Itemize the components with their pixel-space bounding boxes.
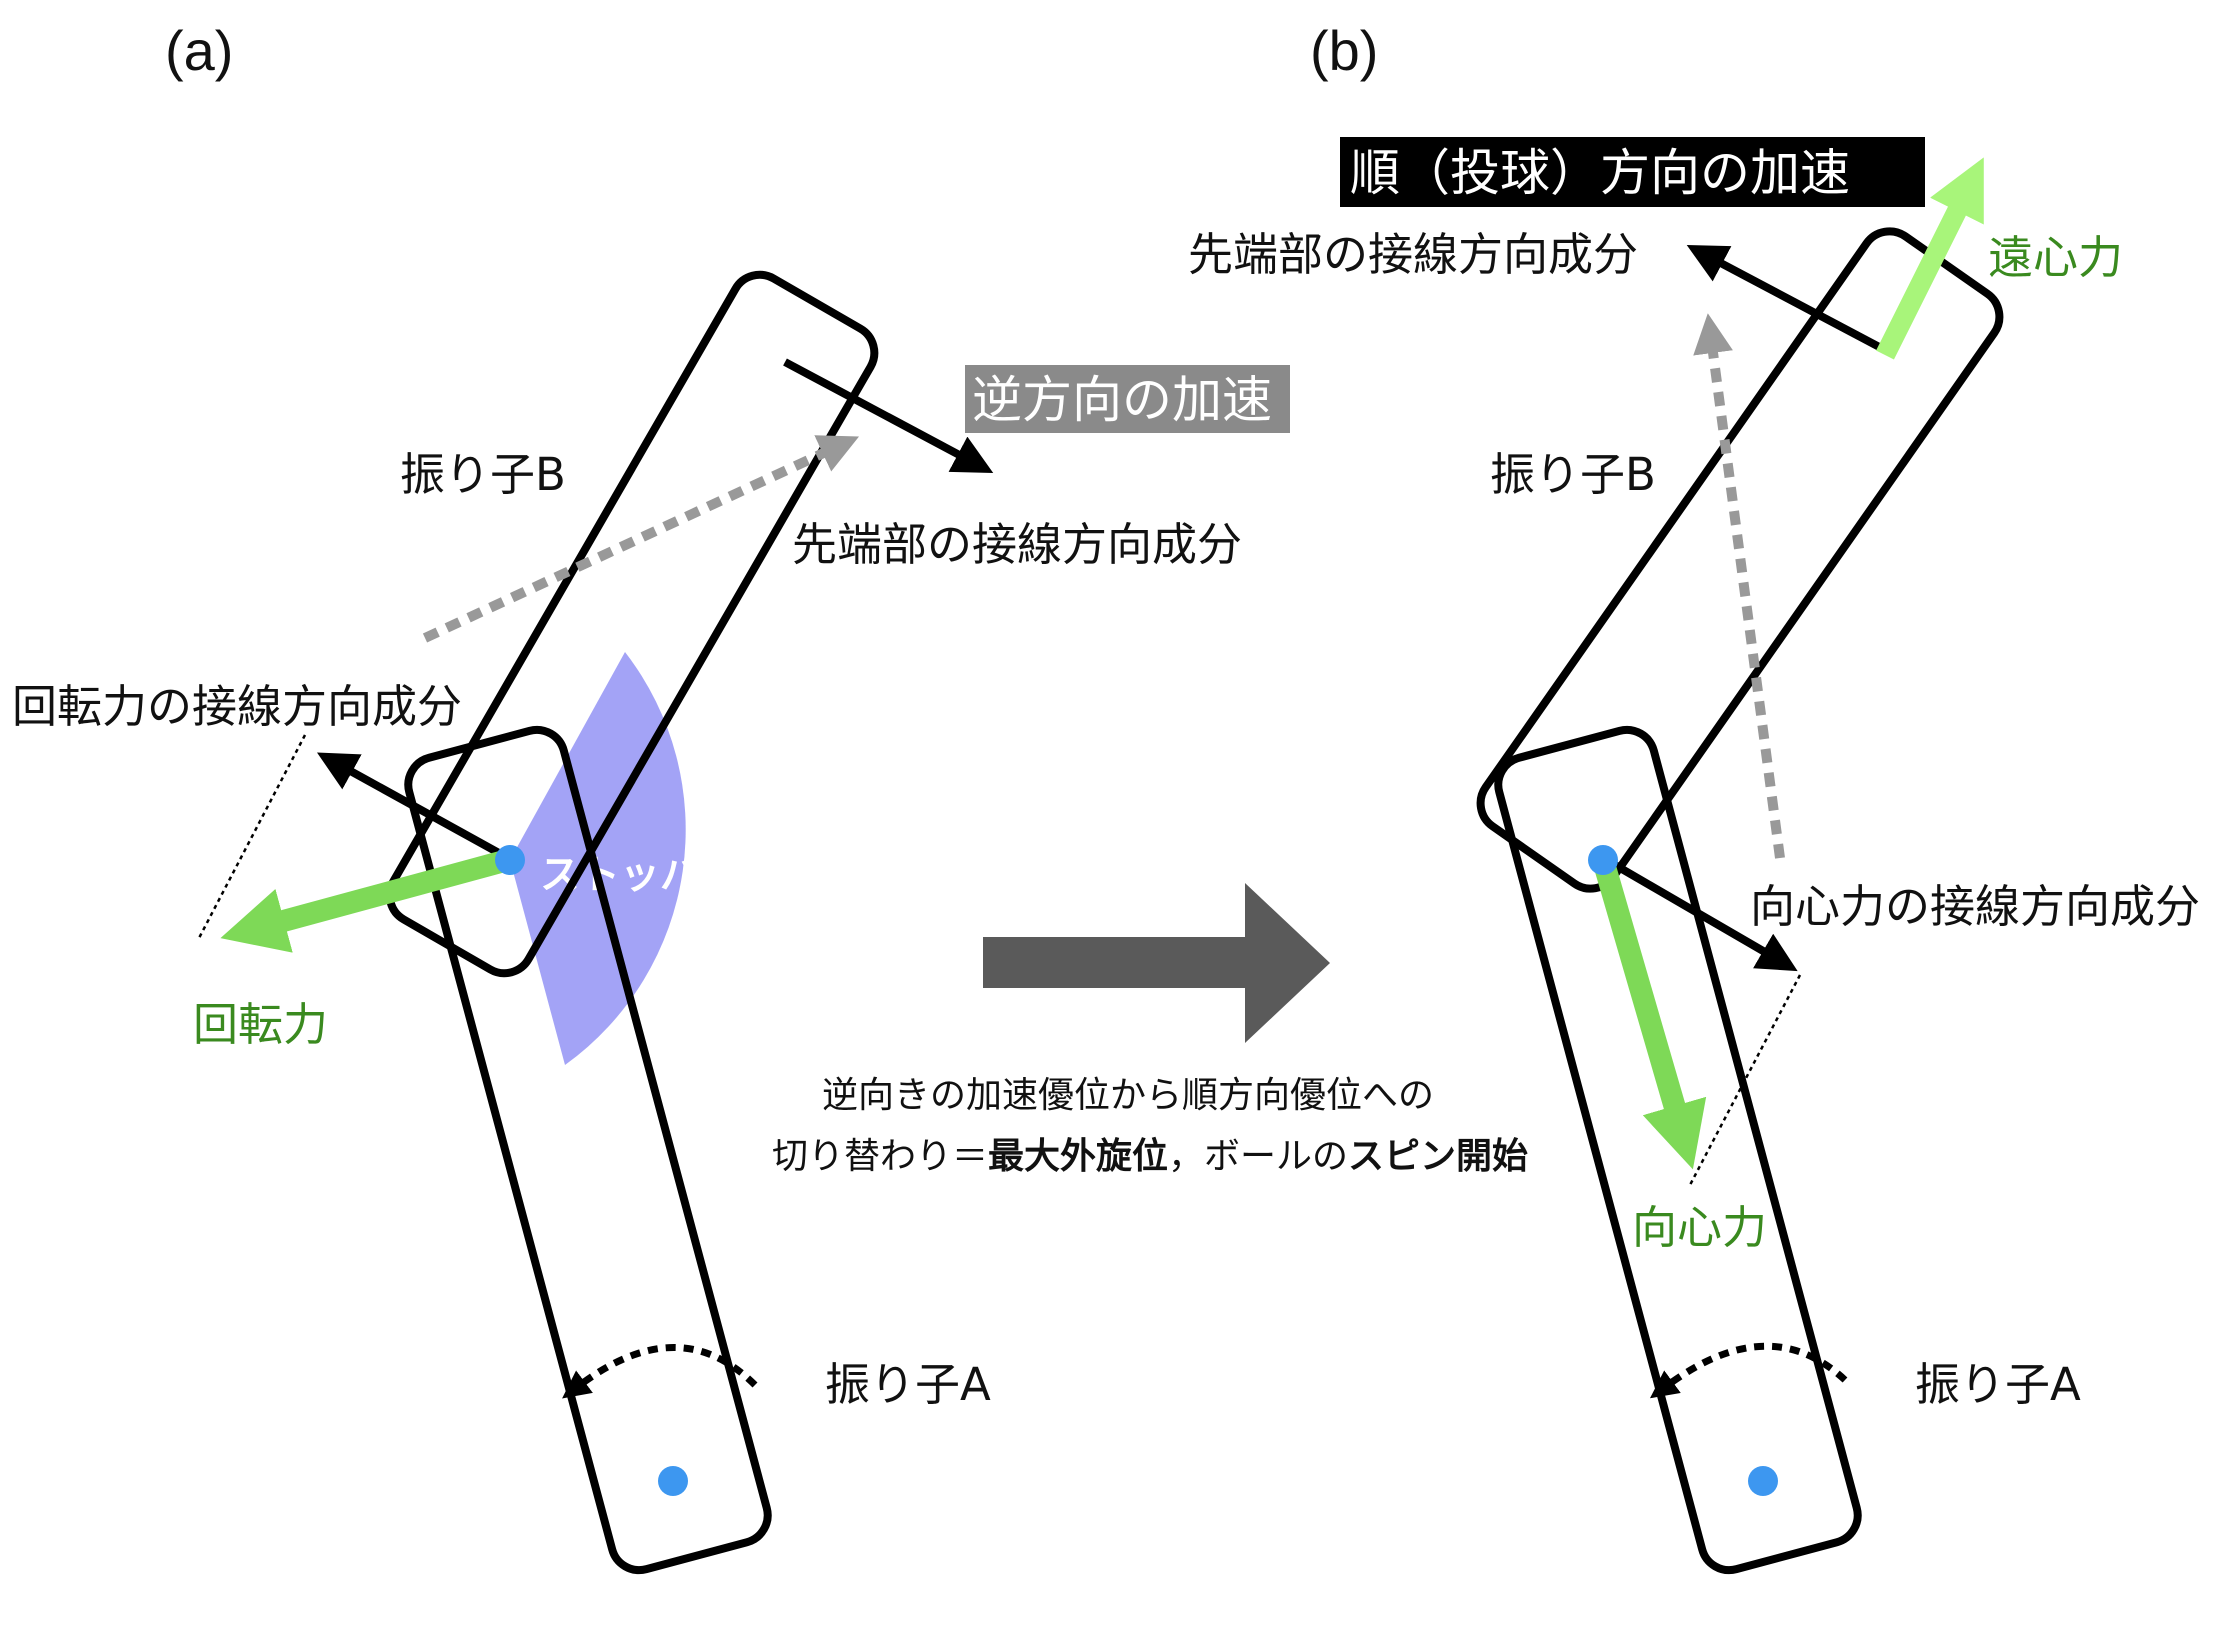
transition-line2-part1: 切り替わり＝ [772,1136,988,1177]
transition-line1: 逆向きの加速優位から順方向優位への [822,1075,1434,1116]
pendulum-a-label-a: 振り子A [825,1358,991,1411]
tip-tangential-arrow-a [783,358,994,474]
forward-acceleration-box [1340,137,1925,207]
forward-acceleration-label: 順（投球）方向の加速 [1350,144,1850,202]
pivot-b-joint-b [1588,845,1618,875]
pendulum-a-arm [404,725,772,1575]
centrifugal-label: 遠心力 [1988,231,2123,284]
component-guide-a [196,734,307,941]
tip-tangential-label-b: 先端部の接線方向成分 [1188,228,1638,281]
pendulum-b-label-b: 振り子B [1490,448,1656,501]
reverse-acceleration-label: 逆方向の加速 [972,371,1272,429]
pendulum-a-arm-b [1494,725,1862,1575]
pendulum-b-arm-b [1476,227,2004,893]
rotational-tangential-arrow [316,752,510,862]
tip-tangential-arrow-b [1686,245,1887,354]
pivot-a-joint [658,1466,688,1496]
transition-arrow [983,883,1330,1043]
centripetal-arrow [1592,856,1707,1170]
reverse-acceleration-box [965,365,1290,433]
rotational-tangential-label: 回転力の接線方向成分 [12,680,462,733]
panel-a-label: (a) [165,19,233,82]
pendulum-b-arm [385,270,879,978]
rotational-force-label: 回転力 [193,998,328,1051]
rotation-arrow-a [562,1344,758,1399]
rotation-arrow-b [1649,1342,1848,1399]
pendulum-a-label-b: 振り子A [1915,1358,2081,1411]
transition-line2: 切り替わり＝最大外旋位，ボールのスピン開始 [772,1136,1528,1177]
pivot-a-joint-b [1748,1466,1778,1496]
panel-b-label: (b) [1310,19,1378,82]
centrifugal-arrow [1876,157,1984,360]
panel-a: (a) ストッパー 振り子B 振り子A 逆方向の加速 先端部の接線方向成分 回転… [12,19,1290,1575]
tip-tangential-label-a: 先端部の接線方向成分 [792,518,1242,571]
centripetal-tangential-label: 向心力の接線方向成分 [1750,880,2200,933]
transition-line2-part2: ，ボールの [1168,1136,1348,1177]
centripetal-tangential-arrow [1600,854,1798,972]
reverse-acceleration-arrow [422,435,860,643]
transition: 逆向きの加速優位から順方向優位への 切り替わり＝最大外旋位，ボールのスピン開始 [772,883,1528,1177]
panel-b: (b) 順（投球）方向の加速 先端部の接線方向成分 遠心力 振り子B 向心力の接… [1188,19,2200,1575]
transition-line2-bold2: スピン開始 [1348,1136,1528,1177]
pivot-b-joint-a [495,845,525,875]
transition-line2-bold1: 最大外旋位 [988,1136,1168,1177]
rotational-force-arrow [220,849,511,953]
centripetal-label: 向心力 [1632,1201,1767,1254]
pendulum-b-label-a: 振り子B [400,448,566,501]
